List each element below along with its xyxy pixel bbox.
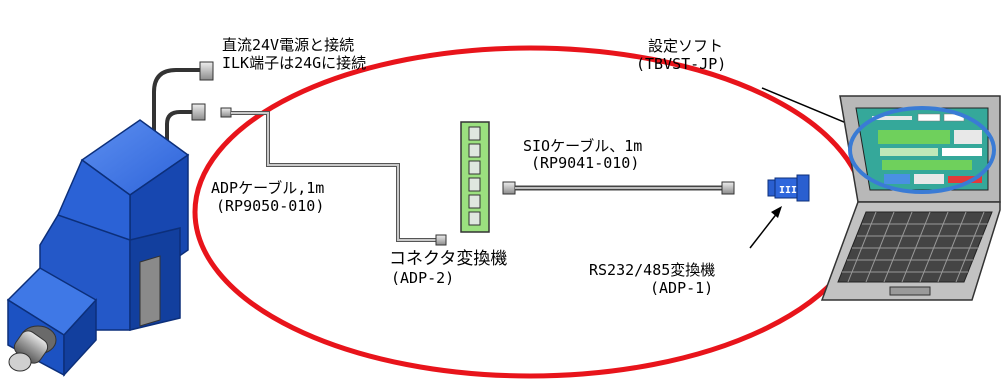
connector-code: (ADP-2) (391, 269, 455, 287)
connector-name: コネクタ変換機 (389, 249, 508, 269)
rs232-adapter-icon: III (767, 174, 810, 202)
power-note-line2: ILK端子は24Gに接続 (222, 54, 367, 72)
converter-code: (ADP-1) (650, 279, 714, 297)
software-ellipse (848, 106, 996, 194)
converter-name: RS232/485変換機 (589, 261, 716, 279)
motor-plug-icon (191, 103, 206, 121)
software-code: (TBVST-JP) (636, 55, 727, 73)
connector-board-icon (460, 121, 490, 233)
adp-cable-code: (RP9050-010) (216, 197, 325, 215)
adapter-arrow (749, 211, 779, 249)
software-name: 設定ソフト (648, 37, 724, 55)
servo-motor-icon (6, 68, 200, 377)
svg-text:III: III (779, 185, 797, 196)
sio-cable (502, 181, 735, 195)
laptop-icon (820, 95, 1001, 301)
power-note-line1: 直流24V電源と接続 (222, 36, 355, 54)
sio-cable-name: SIOケーブル、1m (523, 137, 643, 155)
adp-cable-name: ADPケーブル,1m (211, 179, 325, 197)
sio-cable-code: (RP9041-010) (531, 154, 640, 172)
power-plug-icon (199, 61, 214, 81)
adp-cable (220, 107, 447, 246)
